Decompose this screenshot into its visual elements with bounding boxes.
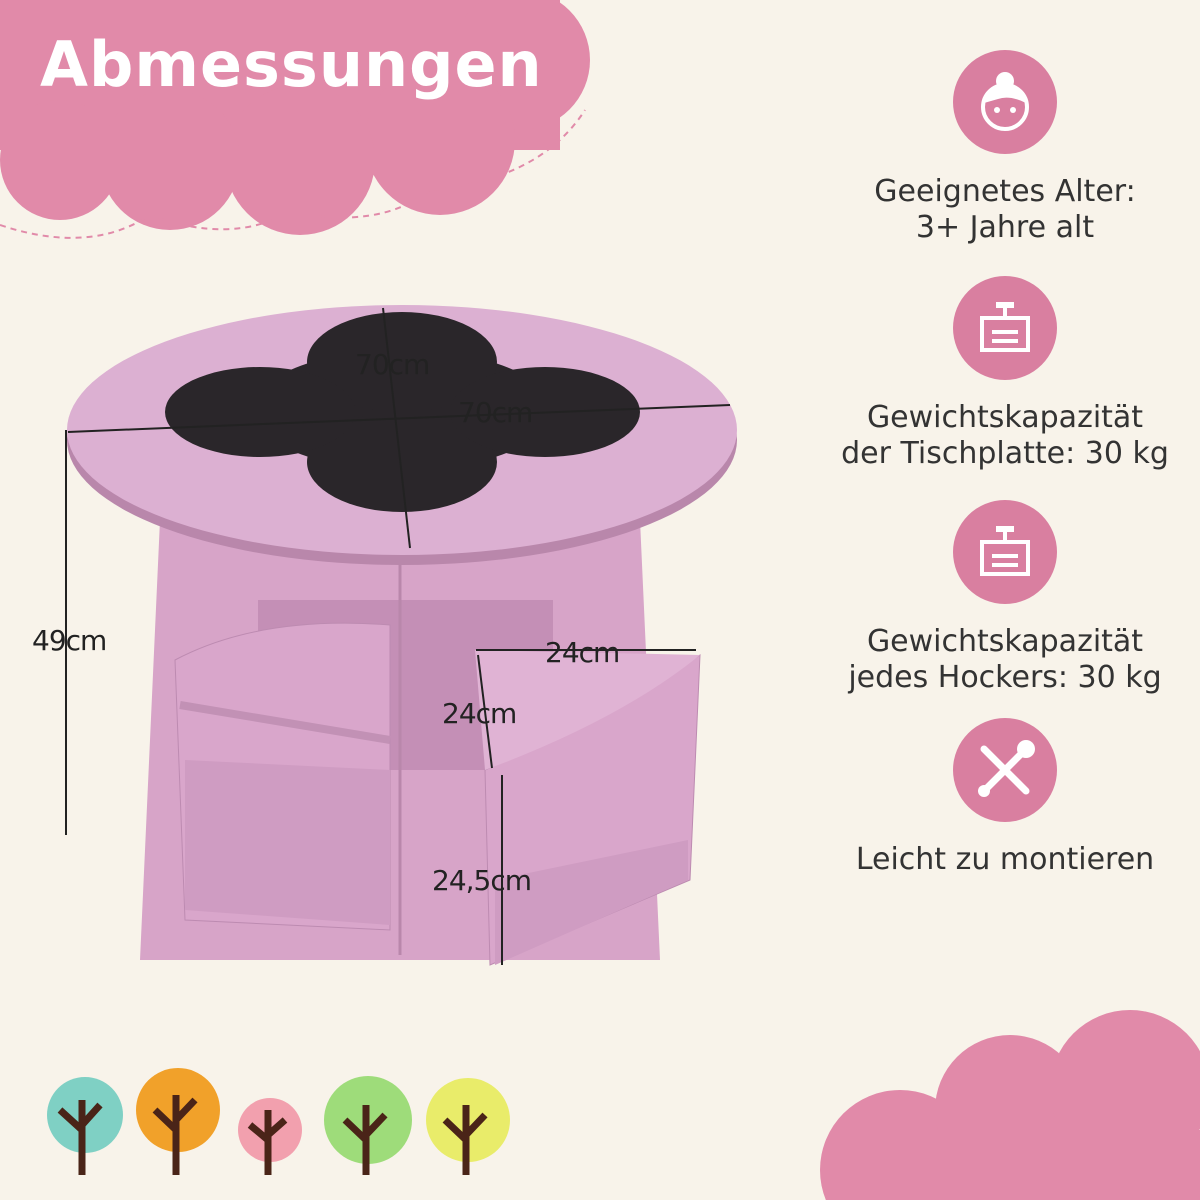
page-title: Abmessungen: [40, 28, 543, 101]
feature-text: Geeignetes Alter:: [874, 174, 1136, 209]
feature-text: 3+ Jahre alt: [915, 210, 1095, 245]
dim-stool-depth: 24cm: [442, 697, 517, 730]
cloud-top-left: [0, 0, 590, 235]
tree-4: [324, 1076, 412, 1175]
cloud-bottom-right: [820, 1010, 1200, 1200]
table-illustration: [67, 305, 737, 966]
trees: [47, 1068, 510, 1175]
tree-5: [426, 1078, 510, 1175]
dimension-lines: [65, 307, 731, 965]
feature-age: Geeignetes Alter:3+ Jahre alt: [820, 50, 1190, 246]
dim-top-width: 70cm: [458, 396, 533, 429]
chalkboard: [165, 312, 640, 512]
feature-text: Gewichtskapazität: [866, 624, 1144, 659]
dim-height: 49cm: [32, 624, 107, 657]
feature-text: der Tischplatte: 30 kg: [841, 436, 1169, 471]
tree-3: [238, 1098, 302, 1175]
tools-icon: [953, 718, 1057, 822]
feature-text: Gewichtskapazität: [866, 400, 1144, 435]
dim-stool-height: 24,5cm: [432, 864, 532, 897]
feature-text: Leicht zu montieren: [855, 842, 1155, 877]
feature-assembly: Leicht zu montieren: [820, 718, 1190, 878]
weight-icon: [953, 500, 1057, 604]
tree-1: [47, 1077, 123, 1175]
dim-stool-width: 24cm: [545, 636, 620, 669]
tree-2: [136, 1068, 220, 1175]
weight-icon: [953, 276, 1057, 380]
feature-text: jedes Hockers: 30 kg: [848, 660, 1162, 695]
child-face-icon: [953, 50, 1057, 154]
dim-top-depth: 70cm: [355, 348, 430, 381]
